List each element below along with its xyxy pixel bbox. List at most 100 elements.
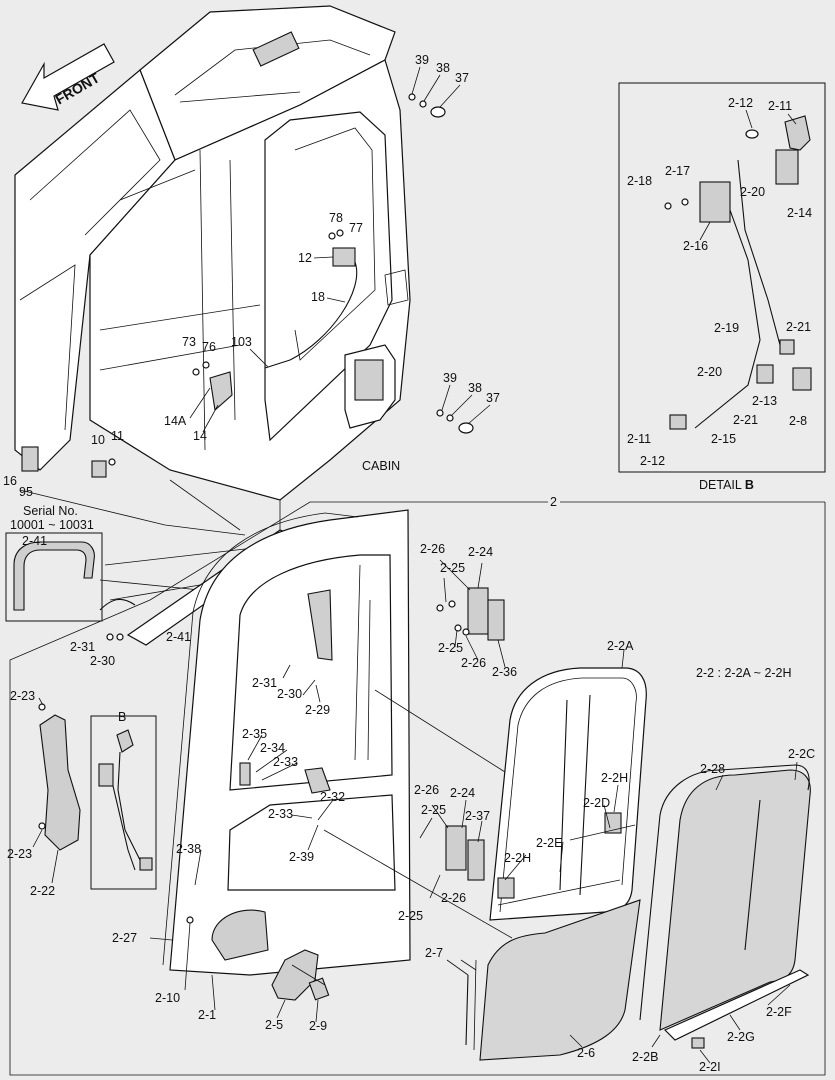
label-c26: 2-6	[577, 1046, 595, 1060]
label-c232: 2-32	[320, 790, 345, 804]
detail-b-letter: B	[745, 478, 754, 492]
label-d219: 2-19	[714, 321, 739, 335]
label-c226b: 2-26	[461, 656, 486, 670]
label-37b: 37	[486, 391, 500, 405]
label-39b: 39	[443, 371, 457, 385]
callout-2: 2	[550, 495, 557, 509]
label-c231a: 2-31	[70, 640, 95, 654]
label-c241a: 2-41	[22, 534, 47, 548]
label-c230a: 2-30	[90, 654, 115, 668]
label-d216: 2-16	[683, 239, 708, 253]
label-77: 77	[349, 221, 363, 235]
label-c27: 2-7	[425, 946, 443, 960]
detail-b-box	[618, 82, 826, 473]
glass-rear	[639, 764, 811, 1049]
label-c22B: 2-2B	[632, 1050, 658, 1064]
label-14A: 14A	[164, 414, 187, 428]
front-arrow: FRONT	[21, 43, 115, 111]
label-c226a: 2-26	[420, 542, 445, 556]
door-callout-frame: 2	[9, 495, 826, 1076]
label-12: 12	[298, 251, 312, 265]
label-c238: 2-38	[176, 842, 201, 856]
label-d211b: 2-11	[627, 432, 651, 446]
label-c236: 2-36	[492, 665, 517, 679]
label-c225b: 2-25	[438, 641, 463, 655]
label-c22I: 2-2I	[699, 1060, 721, 1074]
label-c225c: 2-25	[421, 803, 446, 817]
label-c228: 2-28	[700, 762, 725, 776]
detail-b-prefix: DETAIL	[699, 478, 745, 492]
label-c22H: 2-2H	[601, 771, 628, 785]
label-c222: 2-22	[30, 884, 55, 898]
label-39a: 39	[415, 53, 429, 67]
label-c224b: 2-24	[450, 786, 475, 800]
label-37a: 37	[455, 71, 469, 85]
label-c234: 2-34	[260, 741, 285, 755]
label-d28: 2-8	[789, 414, 807, 428]
cabin-frame	[14, 5, 411, 601]
label-38a: 38	[436, 61, 450, 75]
label-14: 14	[193, 429, 207, 443]
box-b: B	[90, 710, 157, 890]
label-c239: 2-39	[289, 850, 314, 864]
door-panel	[162, 509, 411, 976]
door-callouts: 2-26 2-24 2-25 2-25 2-26 2-36 2-2A 2-2 :…	[7, 542, 815, 1074]
label-18: 18	[311, 290, 325, 304]
label-d220b: 2-20	[697, 365, 722, 379]
label-c231b: 2-31	[252, 676, 277, 690]
label-c237: 2-37	[465, 809, 490, 823]
label-c210: 2-10	[155, 991, 180, 1005]
label-c225a: 2-25	[440, 561, 465, 575]
detail-b-callouts: 2-12 2-11 2-18 2-17 2-20 2-14 2-16 2-19 …	[627, 96, 812, 492]
label-38b: 38	[468, 381, 482, 395]
label-c22C: 2-2C	[788, 747, 815, 761]
leader-lines	[32, 559, 798, 1064]
detail-b-caption-prefix: DETAIL B	[699, 478, 754, 492]
label-d220a: 2-20	[740, 185, 765, 199]
label-d214: 2-14	[787, 206, 812, 220]
label-d221a: 2-21	[786, 320, 811, 334]
label-c241b: 2-41	[166, 630, 191, 644]
label-c21: 2-1	[198, 1008, 216, 1022]
serial-line2: 10001 ~ 10031	[10, 518, 94, 532]
label-c229: 2-29	[305, 703, 330, 717]
label-c22E: 2-2E	[536, 836, 562, 850]
label-95: 95	[19, 485, 33, 499]
label-c22G: 2-2G	[727, 1030, 755, 1044]
label-c225d: 2-25	[398, 909, 423, 923]
cabin-callouts: 39 38 37 78 77 12 18 73 76 103 14A 14 39…	[3, 53, 500, 532]
label-d221b: 2-21	[733, 413, 758, 427]
label-d212b: 2-12	[640, 454, 665, 468]
label-10: 10	[91, 433, 105, 447]
label-103: 103	[231, 335, 252, 349]
side-bracket	[38, 703, 81, 851]
door-handle	[271, 949, 330, 1001]
label-c226d: 2-26	[441, 891, 466, 905]
label-d215: 2-15	[711, 432, 736, 446]
label-c224a: 2-24	[468, 545, 493, 559]
cabin-label: CABIN	[362, 459, 400, 473]
label-76: 76	[202, 340, 216, 354]
label-d211: 2-11	[768, 99, 792, 113]
label-c233b: 2-33	[268, 807, 293, 821]
label-78: 78	[329, 211, 343, 225]
label-c223b: 2-23	[7, 847, 32, 861]
serial-line1: Serial No.	[23, 504, 78, 518]
label-c235: 2-35	[242, 727, 267, 741]
range-note: 2-2 : 2-2A ~ 2-2H	[696, 666, 792, 680]
handle-inset: 2-41	[5, 532, 136, 622]
label-c22A: 2-2A	[607, 639, 634, 653]
label-c22F: 2-2F	[766, 1005, 792, 1019]
label-d218: 2-18	[627, 174, 652, 188]
box-b-label: B	[118, 710, 126, 724]
label-c29: 2-9	[309, 1019, 327, 1033]
label-d212: 2-12	[728, 96, 753, 110]
label-c226c: 2-26	[414, 783, 439, 797]
label-16: 16	[3, 474, 17, 488]
label-c233a: 2-33	[273, 755, 298, 769]
glass-lower	[465, 899, 641, 1061]
window-frame	[489, 667, 647, 921]
cabin-parts	[21, 93, 474, 478]
label-c223a: 2-23	[10, 689, 35, 703]
